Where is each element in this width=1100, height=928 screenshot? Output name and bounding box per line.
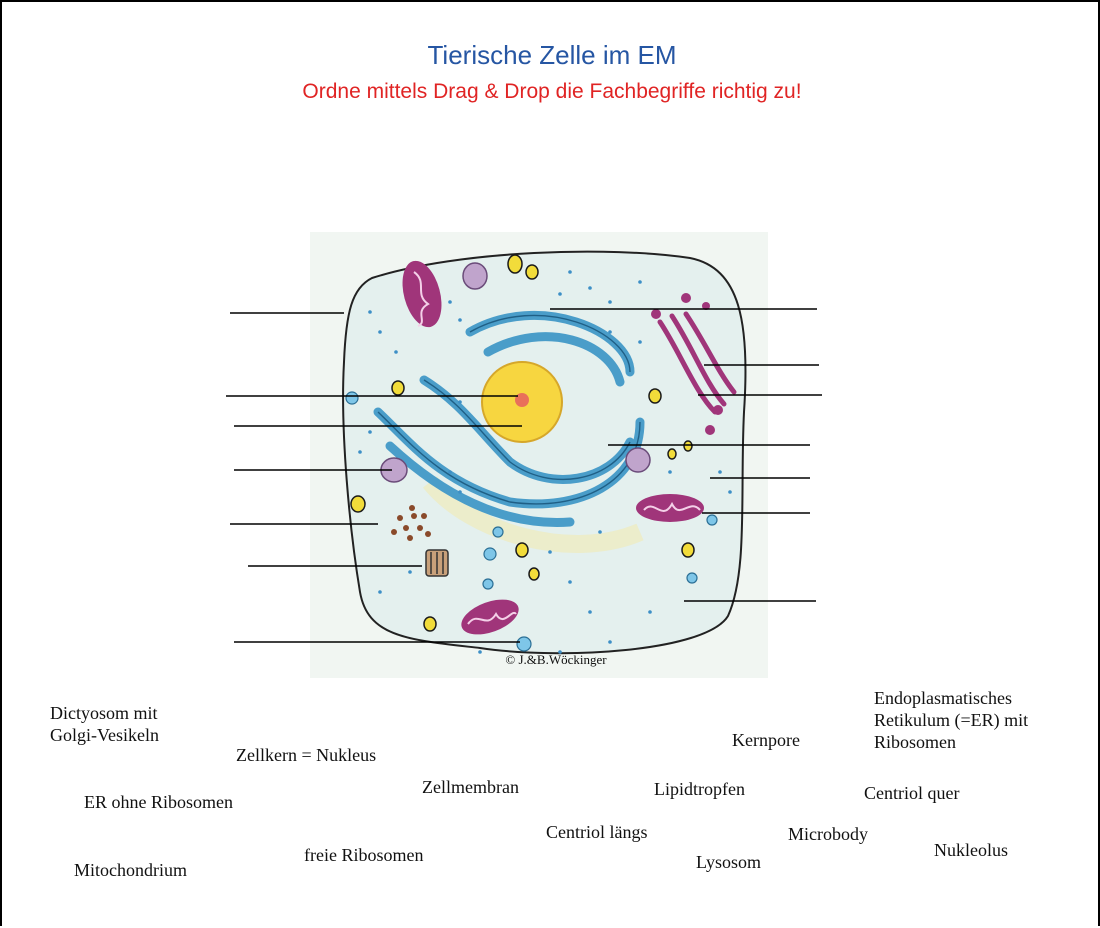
term-nukleolus[interactable]: Nukleolus xyxy=(934,839,1008,861)
term-centriol-laengs[interactable]: Centriol längs xyxy=(546,821,648,843)
term-microbody[interactable]: Microbody xyxy=(788,823,868,845)
term-centriol-quer[interactable]: Centriol quer xyxy=(864,782,959,804)
term-er-line2: Retikulum (=ER) mit xyxy=(874,709,1028,731)
copyright-notice: © J.&B.Wöckinger xyxy=(505,652,607,667)
term-dictyosom[interactable]: Dictyosom mit Golgi-Vesikeln xyxy=(50,702,159,746)
term-mitochondrium[interactable]: Mitochondrium xyxy=(74,859,187,881)
term-zellkern[interactable]: Zellkern = Nukleus xyxy=(236,744,376,766)
centriole xyxy=(426,550,448,576)
nucleolus xyxy=(515,393,529,407)
term-dictyosom-line1: Dictyosom mit xyxy=(50,702,159,724)
term-freie-ribosomen[interactable]: freie Ribosomen xyxy=(304,844,423,866)
instruction-subtitle: Ordne mittels Drag & Drop die Fachbegrif… xyxy=(2,80,1100,104)
term-er-line3: Ribosomen xyxy=(874,731,1028,753)
term-zellmembran[interactable]: Zellmembran xyxy=(422,776,519,798)
term-lipidtropfen[interactable]: Lipidtropfen xyxy=(654,778,745,800)
page-title: Tierische Zelle im EM xyxy=(2,40,1100,71)
term-endoplasmatisches-retikulum[interactable]: Endoplasmatisches Retikulum (=ER) mit Ri… xyxy=(874,687,1028,753)
term-dictyosom-line2: Golgi-Vesikeln xyxy=(50,724,159,746)
term-er-line1: Endoplasmatisches xyxy=(874,687,1028,709)
term-er-ohne-ribosomen[interactable]: ER ohne Ribosomen xyxy=(84,791,233,813)
term-kernpore[interactable]: Kernpore xyxy=(732,729,800,751)
animal-cell-illustration: © J.&B.Wöckinger xyxy=(310,232,768,678)
term-lysosom[interactable]: Lysosom xyxy=(696,851,761,873)
